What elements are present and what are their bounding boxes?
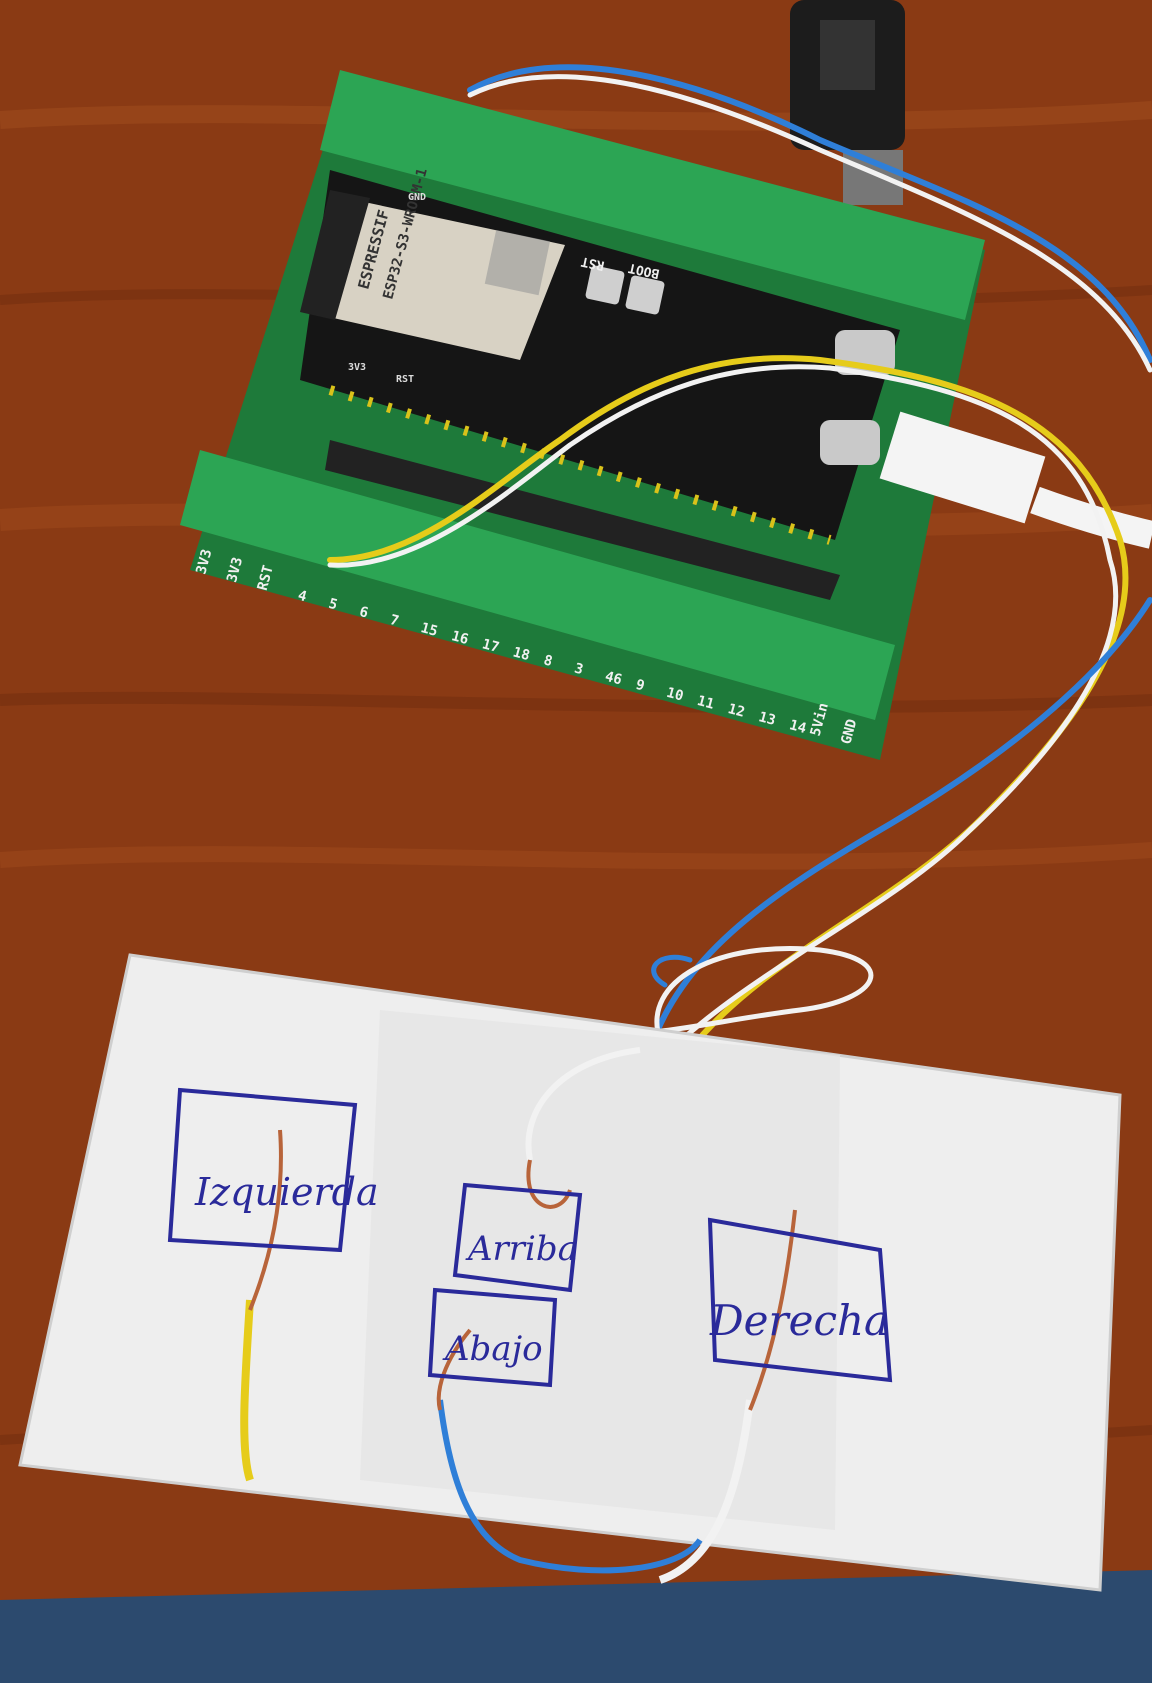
pin-label: GND [838, 717, 860, 746]
pin-label: 3V3 [224, 556, 246, 585]
pad-right-box [707, 1217, 893, 1383]
pin-label: 12 [726, 701, 746, 721]
pin-label: 6 [358, 604, 370, 622]
pin-label: 5 [327, 596, 339, 614]
pin-label: RST [255, 564, 277, 593]
pin-label: 18 [511, 644, 531, 664]
pin-label: 16 [450, 628, 470, 648]
pad-down-box [427, 1287, 558, 1388]
pad-right-label: Derecha [709, 1296, 889, 1345]
pad-up-label: Arriba [465, 1229, 578, 1269]
pin-label: 17 [480, 636, 500, 656]
usb-plug [790, 0, 905, 205]
wires [327, 64, 1152, 1063]
pin-label: 14 [788, 717, 808, 737]
boot-button [625, 275, 665, 315]
paper-touch-pad: Izquierda Arriba Abajo Derecha [18, 953, 1122, 1592]
pin-label: 10 [665, 685, 685, 705]
usb-c-cable [879, 411, 1152, 549]
pad-left-label: Izquierda [194, 1170, 379, 1214]
cloth-bottom [0, 1570, 1152, 1683]
pin-label: 46 [603, 669, 623, 689]
boot-label: BOOT [627, 260, 661, 281]
rst-button [585, 265, 625, 305]
pin-label: 11 [695, 693, 715, 713]
header-bottom-rst: RST [396, 374, 414, 385]
dev-board: ESPRESSIF ESP32-S3-WROOM-1 RST BOOT GND … [300, 167, 900, 600]
pin-label: 15 [419, 620, 439, 640]
pin-label: 3 [573, 661, 585, 679]
pin-label: 13 [757, 709, 777, 729]
pin-label: 4 [296, 588, 308, 606]
pin-label: 8 [542, 652, 554, 670]
pin-label: 3V3 [193, 547, 215, 576]
pad-up-box [452, 1182, 583, 1293]
rst-label: RST [580, 253, 606, 273]
pin-label: 9 [634, 677, 646, 695]
pad-down-label: Abajo [442, 1329, 543, 1369]
header-bottom-3v3: 3V3 [348, 362, 366, 373]
pad-left-box [167, 1087, 358, 1253]
pin-label: 7 [388, 612, 400, 630]
header-top-gnd: GND [408, 192, 426, 203]
